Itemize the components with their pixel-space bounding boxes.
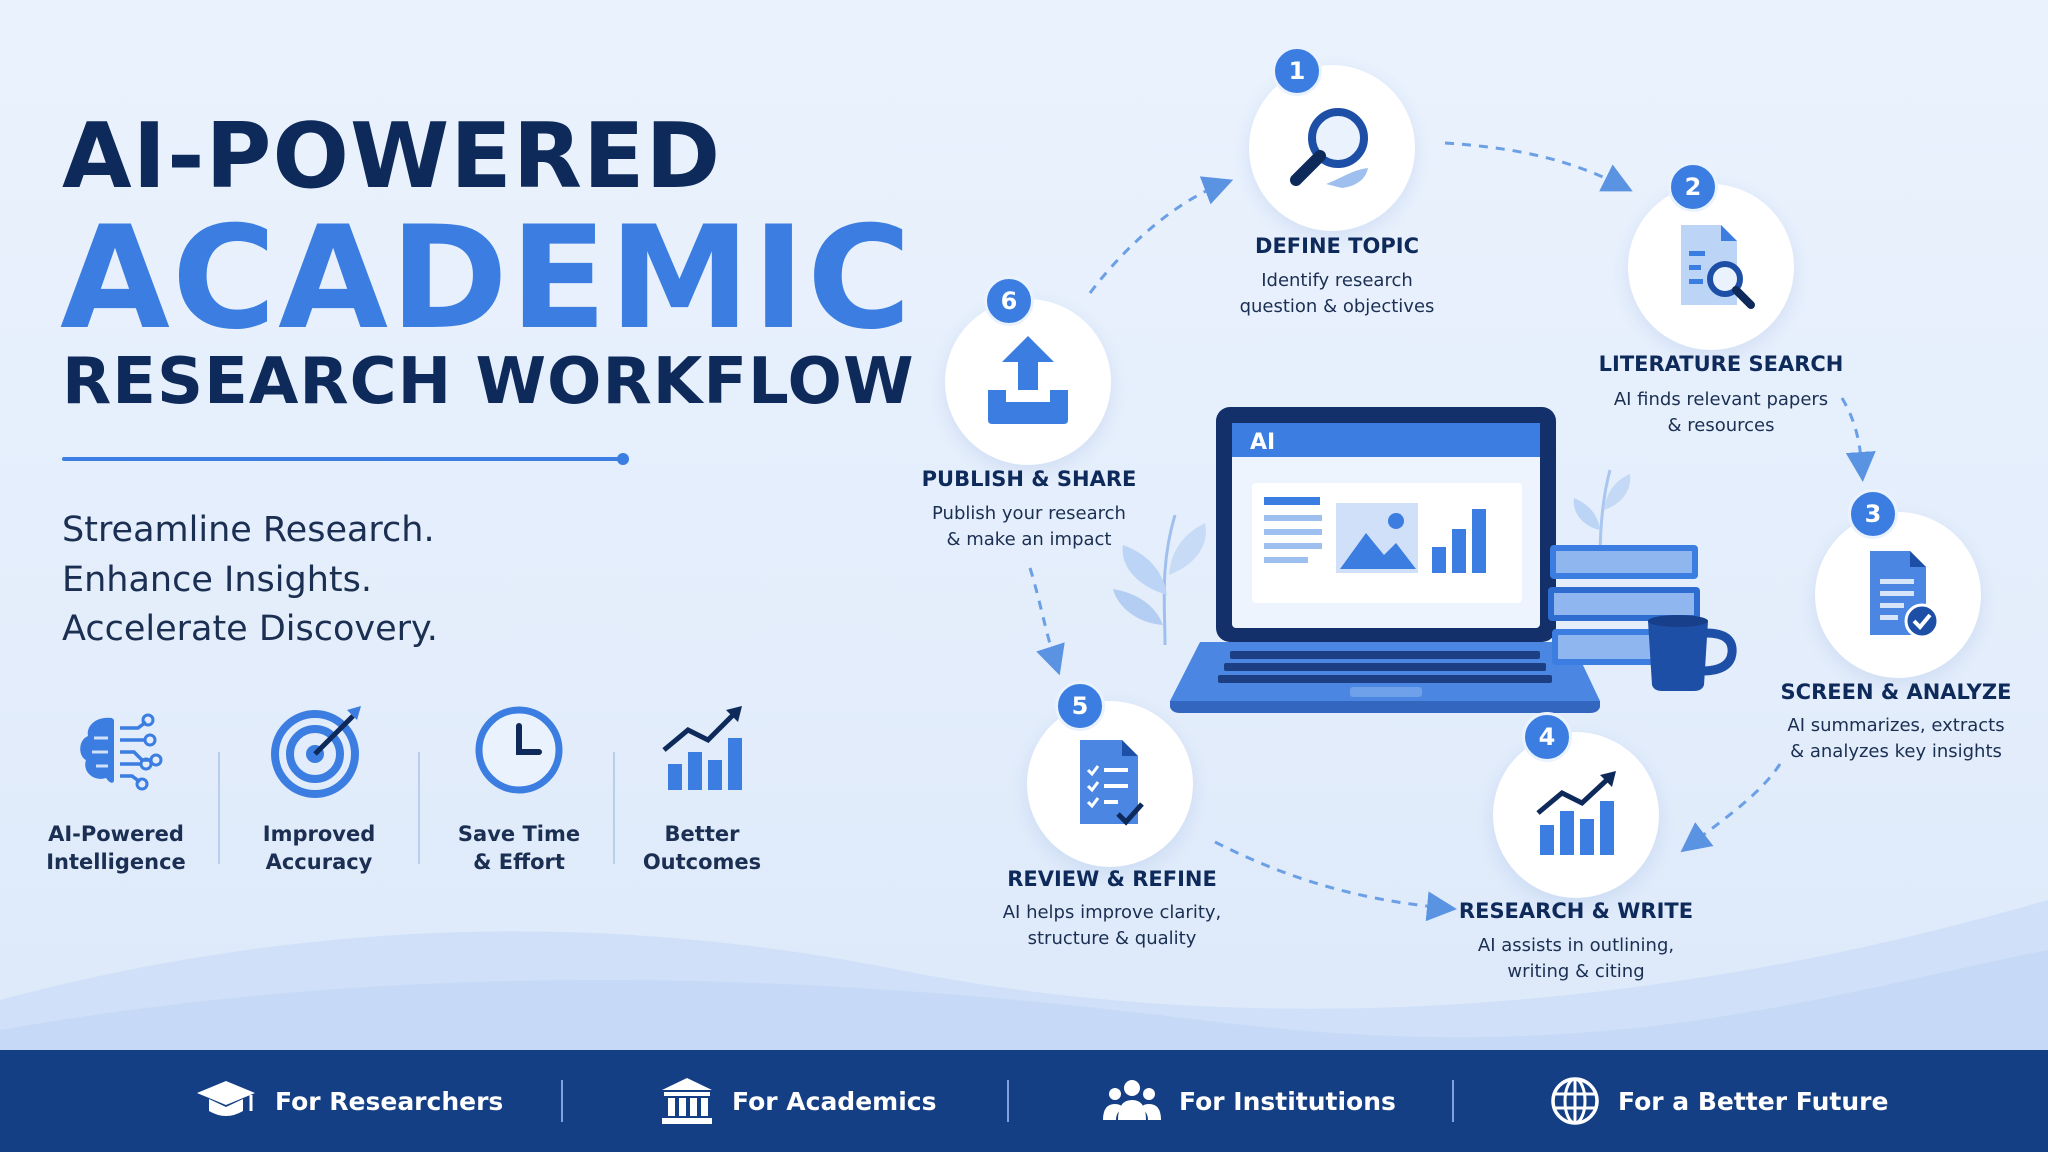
benefit-outcomes: Better Outcomes bbox=[617, 700, 787, 876]
step-5-title: REVIEW & REFINE bbox=[1007, 867, 1217, 891]
benefit-save-time: Save Time & Effort bbox=[434, 700, 604, 876]
people-icon bbox=[1103, 1080, 1161, 1120]
footer-divider bbox=[1452, 1080, 1454, 1122]
books-and-mug bbox=[1548, 545, 1737, 691]
growth-chart-icon bbox=[652, 700, 752, 800]
document-check-icon bbox=[1870, 551, 1940, 639]
step-2-description: AI finds relevant papers & resources bbox=[1613, 389, 1829, 436]
laptop-illustration bbox=[1170, 407, 1600, 713]
footer-item-academics[interactable]: For Academics bbox=[660, 1076, 936, 1126]
laptop-screen-label: AI bbox=[1250, 430, 1276, 455]
tagline-3: Accelerate Discovery. bbox=[62, 609, 438, 649]
benefit-label: Save Time & Effort bbox=[457, 822, 581, 874]
step-3-badge: 3 bbox=[1848, 489, 1898, 539]
step-1-title: DEFINE TOPIC bbox=[1255, 234, 1419, 258]
step-1-badge: 1 bbox=[1272, 46, 1322, 96]
benefit-label: Better Outcomes bbox=[642, 822, 762, 874]
background-wave bbox=[0, 900, 2048, 1060]
step-5-badge: 5 bbox=[1055, 681, 1105, 731]
headline-divider-dot bbox=[617, 453, 629, 465]
footer-label: For Academics bbox=[732, 1086, 937, 1116]
globe-icon bbox=[1551, 1077, 1599, 1125]
graduation-cap-icon bbox=[197, 1081, 255, 1116]
benefit-ai-intelligence: AI-Powered Intelligence bbox=[31, 700, 201, 876]
footer-label: For Researchers bbox=[275, 1086, 504, 1116]
footer-divider bbox=[561, 1080, 563, 1122]
step-3-icon-circle bbox=[1815, 512, 1981, 678]
footer-item-better-future[interactable]: For a Better Future bbox=[1550, 1076, 1888, 1126]
headline-line-3: RESEARCH WORKFLOW bbox=[62, 345, 915, 419]
benefit-label: AI-Powered Intelligence bbox=[46, 822, 186, 874]
brain-circuit-icon bbox=[66, 700, 166, 800]
benefit-accuracy: Improved Accuracy bbox=[234, 700, 404, 876]
footer-divider bbox=[1007, 1080, 1009, 1122]
magnifier-icon bbox=[1290, 108, 1368, 188]
footer-label: For a Better Future bbox=[1618, 1086, 1889, 1116]
step-4-title: RESEARCH & WRITE bbox=[1458, 899, 1694, 923]
clock-icon bbox=[469, 700, 569, 800]
footer-bar bbox=[0, 1050, 2048, 1152]
headline-line-1: AI-POWERED bbox=[62, 104, 722, 209]
institution-icon bbox=[662, 1078, 712, 1124]
footer-item-institutions[interactable]: For Institutions bbox=[1103, 1076, 1396, 1126]
step-3-description: AI summarizes, extracts & analyzes key i… bbox=[1787, 715, 2005, 762]
step-2-badge: 2 bbox=[1668, 162, 1718, 212]
tagline-1: Streamline Research. bbox=[62, 510, 435, 550]
tagline-2: Enhance Insights. bbox=[62, 560, 372, 600]
step-4-icon-circle bbox=[1493, 732, 1659, 898]
step-2-title: LITERATURE SEARCH bbox=[1598, 352, 1844, 376]
footer-item-researchers[interactable]: For Researchers bbox=[195, 1076, 503, 1126]
headline-line-2: ACADEMIC bbox=[60, 196, 914, 361]
footer-label: For Institutions bbox=[1179, 1086, 1396, 1116]
step-6-badge: 6 bbox=[984, 276, 1034, 326]
benefit-divider bbox=[418, 752, 420, 864]
document-search-icon bbox=[1681, 225, 1755, 309]
benefit-divider bbox=[613, 752, 615, 864]
headline-divider bbox=[62, 457, 624, 461]
step-1-icon-circle bbox=[1249, 65, 1415, 231]
step-6-description: Publish your research & make an impact bbox=[932, 503, 1126, 550]
checklist-icon bbox=[1080, 740, 1144, 826]
upload-icon bbox=[988, 336, 1068, 424]
step-3-title: SCREEN & ANALYZE bbox=[1780, 680, 2012, 704]
step-6-icon-circle bbox=[945, 299, 1111, 465]
step-6-title: PUBLISH & SHARE bbox=[921, 467, 1137, 491]
step-2-icon-circle bbox=[1628, 184, 1794, 350]
step-5-icon-circle bbox=[1027, 701, 1193, 867]
step-1-description: Identify research question & objectives bbox=[1239, 270, 1435, 317]
target-icon bbox=[269, 700, 369, 800]
bar-chart-icon bbox=[1536, 771, 1616, 855]
step-4-badge: 4 bbox=[1522, 712, 1572, 762]
decorative-leaves bbox=[1113, 514, 1206, 645]
step-4-description: AI assists in outlining, writing & citin… bbox=[1477, 935, 1675, 982]
benefit-label: Improved Accuracy bbox=[262, 822, 376, 874]
step-5-description: AI helps improve clarity, structure & qu… bbox=[1002, 902, 1222, 949]
benefit-divider bbox=[218, 752, 220, 864]
